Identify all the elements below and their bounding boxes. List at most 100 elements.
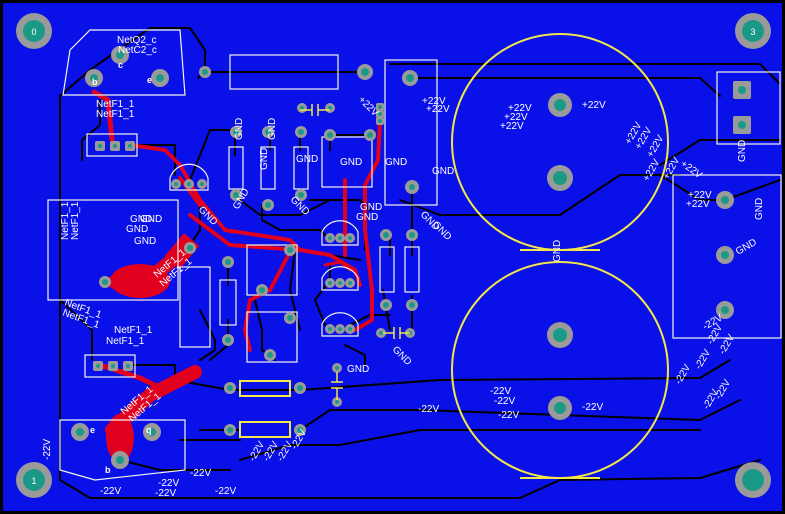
pads-layer bbox=[71, 46, 751, 469]
pad-rv2-b bbox=[262, 199, 274, 211]
pad-t3-3 bbox=[345, 278, 355, 288]
resistor-v4-outline bbox=[219, 279, 237, 326]
pad-cap-l-2 bbox=[548, 396, 572, 420]
pad-q2-e bbox=[151, 69, 169, 87]
pad-rv4-b bbox=[222, 334, 234, 346]
label-n22: -22V bbox=[190, 468, 211, 479]
pad-ma-2 bbox=[256, 284, 268, 296]
label-netf1-low-b: NetF1_1 bbox=[106, 336, 145, 347]
label-gnd: GND bbox=[126, 224, 148, 235]
pad-r2-b bbox=[294, 424, 306, 436]
connector-right-outline bbox=[716, 71, 781, 145]
connector-top-outline bbox=[384, 59, 438, 206]
to92-c-outline bbox=[321, 266, 359, 291]
pad-t2-1 bbox=[325, 233, 335, 243]
q2-outline bbox=[62, 29, 186, 96]
label-netq2: NetQ2_c bbox=[117, 35, 156, 46]
label-n22: -22V bbox=[582, 402, 603, 413]
pad-rv5-b bbox=[380, 299, 392, 311]
pour-netf1-upper bbox=[110, 264, 170, 298]
pad-f1-2 bbox=[184, 242, 196, 254]
pad-m-c-1 bbox=[324, 129, 336, 141]
header-lower-outline bbox=[84, 354, 136, 378]
label-n22: -22V bbox=[490, 386, 511, 397]
mount-hole-1-id: 1 bbox=[31, 476, 36, 486]
mount-hole-1[interactable]: 1 bbox=[16, 462, 52, 498]
label-n22: -22V bbox=[418, 404, 439, 415]
electrolytic-capacitors bbox=[451, 33, 669, 479]
label-pin-c-top: c bbox=[118, 60, 123, 70]
label-netf1-low-a: NetF1_1 bbox=[114, 325, 153, 336]
pad-cap-l-1 bbox=[547, 322, 573, 348]
label-gnd: GND bbox=[385, 157, 407, 168]
pad-h-up-2 bbox=[110, 141, 120, 151]
label-gnd: GND bbox=[347, 364, 369, 375]
silkscreen-outlines bbox=[47, 29, 782, 481]
label-p22: +22V bbox=[504, 112, 528, 123]
pad-c-bot-2 bbox=[332, 397, 342, 407]
label-n22: -22V bbox=[494, 396, 515, 407]
label-netf1-left-a: NetF1_1 bbox=[60, 201, 71, 240]
connector-right-lower-outline bbox=[672, 174, 782, 339]
q-bottom-outline bbox=[59, 419, 186, 481]
label-netf1-a: NetF1_1 bbox=[96, 99, 135, 110]
pad-h-lo-3 bbox=[123, 361, 133, 371]
pad-conn-r-3 bbox=[716, 191, 734, 209]
label-netc2: NetC2_c bbox=[118, 45, 157, 56]
pad-conn-r-2 bbox=[733, 116, 751, 134]
pad-r-top-1 bbox=[199, 66, 211, 78]
pad-rv1-b bbox=[230, 189, 242, 201]
pad-q2-b bbox=[85, 69, 103, 87]
to92-b-outline bbox=[321, 220, 359, 246]
label-netf1-left-b: NetF1_1 bbox=[70, 201, 81, 240]
label-gnd: GND bbox=[340, 157, 362, 168]
pad-m-c-2 bbox=[364, 129, 376, 141]
pad-strip-1 bbox=[376, 103, 384, 111]
module-a-outline bbox=[246, 244, 298, 296]
label-p22: +22V bbox=[500, 121, 524, 132]
label-p22: +22V bbox=[686, 199, 710, 210]
pad-t1-1 bbox=[171, 179, 181, 189]
pad-strip-3 bbox=[376, 117, 384, 125]
pad-t4-3 bbox=[345, 324, 355, 334]
label-netf1-b: NetF1_1 bbox=[96, 109, 135, 120]
label-gnd: GND bbox=[134, 236, 156, 247]
module-c-outline bbox=[321, 136, 373, 188]
label-pin-e-bot: e bbox=[90, 425, 95, 435]
pad-c-top-2 bbox=[325, 103, 335, 113]
fuse-holder-outline bbox=[47, 199, 179, 301]
pad-r1-b bbox=[294, 382, 306, 394]
pad-t1-3 bbox=[197, 179, 207, 189]
label-gnd: GND bbox=[267, 118, 278, 140]
pad-t3-1 bbox=[325, 278, 335, 288]
pad-t3-2 bbox=[335, 278, 345, 288]
label-gnd: GND bbox=[140, 214, 162, 225]
pad-ma-1 bbox=[284, 244, 296, 256]
label-p22: +22V bbox=[582, 100, 606, 111]
label-n22: -22V bbox=[498, 410, 519, 421]
mount-hole-3[interactable]: 3 bbox=[735, 13, 771, 49]
mount-hole-0-id: 0 bbox=[31, 27, 36, 37]
pad-t2-3 bbox=[345, 233, 355, 243]
label-n22: -22V bbox=[42, 439, 53, 460]
pad-rv6-b bbox=[406, 299, 418, 311]
label-p22: +22V bbox=[688, 190, 712, 201]
resistor-top-outline bbox=[229, 54, 339, 90]
label-pin-b-bot: b bbox=[105, 465, 111, 475]
label-gnd: GND bbox=[552, 240, 563, 262]
mount-hole-0[interactable]: 0 bbox=[16, 13, 52, 49]
label-n22: -22V bbox=[155, 488, 176, 499]
resistor-r2-outline bbox=[239, 421, 291, 438]
pad-mb-1 bbox=[284, 312, 296, 324]
mount-hole-2[interactable] bbox=[735, 462, 771, 498]
pad-conn-top-2 bbox=[405, 180, 419, 194]
label-gnd: GND bbox=[296, 154, 318, 165]
label-gnd: GND bbox=[754, 198, 765, 220]
pad-mb-2 bbox=[264, 349, 276, 361]
pad-qb-b bbox=[111, 451, 129, 469]
pad-r-top-2 bbox=[357, 64, 373, 80]
resistor-r1-outline bbox=[239, 380, 291, 397]
pad-t2-2 bbox=[335, 233, 345, 243]
resistor-mid-outline bbox=[179, 266, 211, 348]
